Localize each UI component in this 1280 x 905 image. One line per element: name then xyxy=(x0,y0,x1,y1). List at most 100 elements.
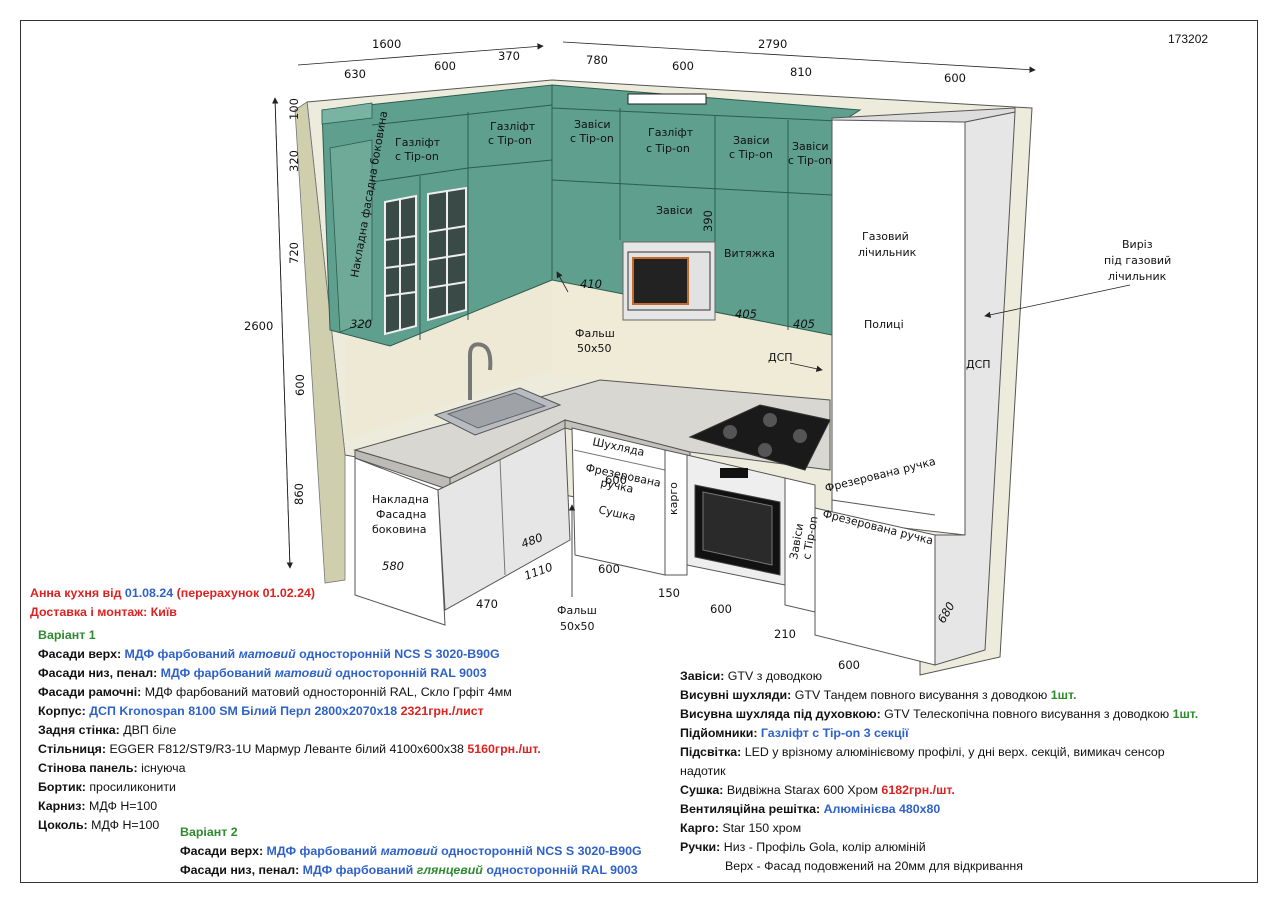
svg-text:600: 600 xyxy=(605,473,627,487)
tipon-front xyxy=(784,477,816,613)
label-gaslift-3: Газліфт xyxy=(648,126,694,139)
hw-vent: Вентиляційна решітка: Алюмінієва 480х80 xyxy=(680,802,941,816)
order-date: 01.08.24 xyxy=(124,586,174,600)
variant-2-title: Варіант 2 xyxy=(180,825,238,839)
side-panel-upper xyxy=(329,139,373,333)
oven xyxy=(686,454,786,586)
v2-upper: Фасади верх: МДФ фарбований матовий одно… xyxy=(180,844,642,858)
label-cutout-3: лічильник xyxy=(1108,270,1167,283)
svg-text:600: 600 xyxy=(598,562,620,576)
variant-2-spec: Варіант 2 Фасади верх: МДФ фарбований ма… xyxy=(180,823,642,880)
svg-text:600: 600 xyxy=(434,59,456,73)
dimension-labels: 1600 630 600 370 2790 780 600 810 600 10… xyxy=(244,37,966,672)
gas-hob xyxy=(688,404,831,471)
svg-text:860: 860 xyxy=(292,483,306,505)
cornice-left xyxy=(321,102,373,125)
label-cutout-1: Виріз xyxy=(1122,238,1153,251)
svg-text:600: 600 xyxy=(710,602,732,616)
label-gaslift-2: Газліфт xyxy=(490,120,536,133)
vent-grille xyxy=(627,93,707,105)
hw-handles: Ручки: Низ - Профіль Gola, колір алюміні… xyxy=(680,840,926,854)
label-hinges-2: Завіси xyxy=(733,134,770,147)
svg-text:780: 780 xyxy=(586,53,608,67)
drawing-code: 173202 xyxy=(1168,32,1209,46)
label-falsh-2: Фальш xyxy=(557,604,597,617)
svg-text:470: 470 xyxy=(476,597,498,611)
label-gas-meter-1: Газовий xyxy=(862,230,909,243)
label-falsh-size-2: 50х50 xyxy=(560,620,595,633)
label-tipon-3: с Tip-on xyxy=(570,132,614,145)
delivery-line: Доставка і монтаж: Київ xyxy=(30,605,177,619)
svg-text:1600: 1600 xyxy=(372,37,401,51)
svg-text:100: 100 xyxy=(287,98,301,120)
hw-drawers: Висувні шухляди: GTV Тандем повного вису… xyxy=(680,688,1077,702)
v2-lower: Фасади низ, пенал: МДФ фарбований глянце… xyxy=(180,863,638,877)
svg-text:810: 810 xyxy=(790,65,812,79)
v1-cornice: Карниз: МДФ H=100 xyxy=(38,799,158,813)
hw-light: Підсвітка: LED у врізному алюмінієвому п… xyxy=(680,745,1165,759)
label-gas-meter-2: лічильник xyxy=(858,246,917,259)
svg-text:600: 600 xyxy=(944,71,966,85)
v1-upper: Фасади верх: МДФ фарбований матовий одно… xyxy=(38,647,500,661)
label-cargo: карго xyxy=(667,482,680,515)
variant-1-spec: Варіант 1 Фасади верх: МДФ фарбований ма… xyxy=(38,626,541,835)
sink xyxy=(433,342,562,436)
svg-text:390: 390 xyxy=(701,210,715,232)
label-gaslift-1: Газліфт xyxy=(395,136,441,149)
label-tipon-4: с Tip-on xyxy=(646,142,690,155)
label-hinges-1: Завіси xyxy=(574,118,611,131)
svg-text:150: 150 xyxy=(658,586,680,600)
side-panel-lower xyxy=(354,457,446,626)
hw-light-2: надотик xyxy=(680,764,726,778)
hw-hinges: Завіси: GTV з доводкою xyxy=(680,669,822,683)
label-hinges-tipon-1: Завіси xyxy=(787,522,806,560)
hw-dryer: Сушка: Видвіжна Starax 600 Хром 6182грн.… xyxy=(680,783,955,797)
svg-text:320: 320 xyxy=(350,317,372,331)
svg-text:320: 320 xyxy=(287,150,301,172)
hw-handles-2: Верх - Фасад подовжений на 20мм для відк… xyxy=(725,859,1023,873)
svg-text:2790: 2790 xyxy=(758,37,787,51)
svg-text:600: 600 xyxy=(293,374,307,396)
svg-text:720: 720 xyxy=(287,242,301,264)
microwave xyxy=(622,241,716,321)
svg-text:410: 410 xyxy=(580,277,602,291)
svg-text:405: 405 xyxy=(735,307,757,321)
label-hinges-mid: Завіси xyxy=(656,204,693,217)
v1-plinth: Цоколь: МДФ H=100 xyxy=(38,818,160,832)
svg-text:2600: 2600 xyxy=(244,319,273,333)
svg-text:600: 600 xyxy=(838,658,860,672)
svg-text:405: 405 xyxy=(793,317,815,331)
v1-wall: Стінова панель: існуюча xyxy=(38,761,186,775)
order-prefix: Анна кухня від xyxy=(30,586,125,600)
label-falsh-1: Фальш xyxy=(575,327,615,340)
cargo-front xyxy=(664,449,688,576)
v1-edge: Бортик: просиликонити xyxy=(38,780,176,794)
v1-body: Корпус: ДСП Kronospan 8100 SM Білий Перл… xyxy=(38,704,484,718)
label-falsh-size-1: 50х50 xyxy=(577,342,612,355)
dimension-lines xyxy=(271,41,1131,597)
hw-oven-drawer: Висувна шухляда під духовкою: GTV Телеск… xyxy=(680,707,1199,721)
left-wall-edge xyxy=(294,101,346,584)
svg-text:630: 630 xyxy=(344,67,366,81)
label-tipon-2: с Tip-on xyxy=(488,134,532,147)
label-side-lower-1: Накладна xyxy=(372,493,429,506)
label-tipon-5: с Tip-on xyxy=(729,148,773,161)
hardware-spec: Завіси: GTV з доводкою Висувні шухляди: … xyxy=(680,667,1198,876)
v1-back: Задня стінка: ДВП біле xyxy=(38,723,177,737)
label-cutout-2: під газовий xyxy=(1104,254,1171,267)
lower-left-fronts xyxy=(437,427,571,611)
variant-1-title: Варіант 1 xyxy=(38,628,96,642)
label-tipon-6: с Tip-on xyxy=(788,154,832,167)
hw-cargo: Карго: Star 150 хром xyxy=(680,821,802,835)
svg-text:210: 210 xyxy=(774,627,796,641)
label-dsp-1: ДСП xyxy=(966,358,991,371)
svg-text:600: 600 xyxy=(672,59,694,73)
label-hood: Витяжка xyxy=(724,247,775,260)
glass-doors xyxy=(384,186,467,336)
label-shelves: Полиці xyxy=(864,318,904,331)
label-dsp-2: ДСП xyxy=(768,351,793,364)
svg-text:580: 580 xyxy=(382,559,404,573)
backsplash-left xyxy=(345,280,552,440)
hw-lifts: Підйомники: Газліфт с Tip-on 3 секції xyxy=(680,726,909,740)
